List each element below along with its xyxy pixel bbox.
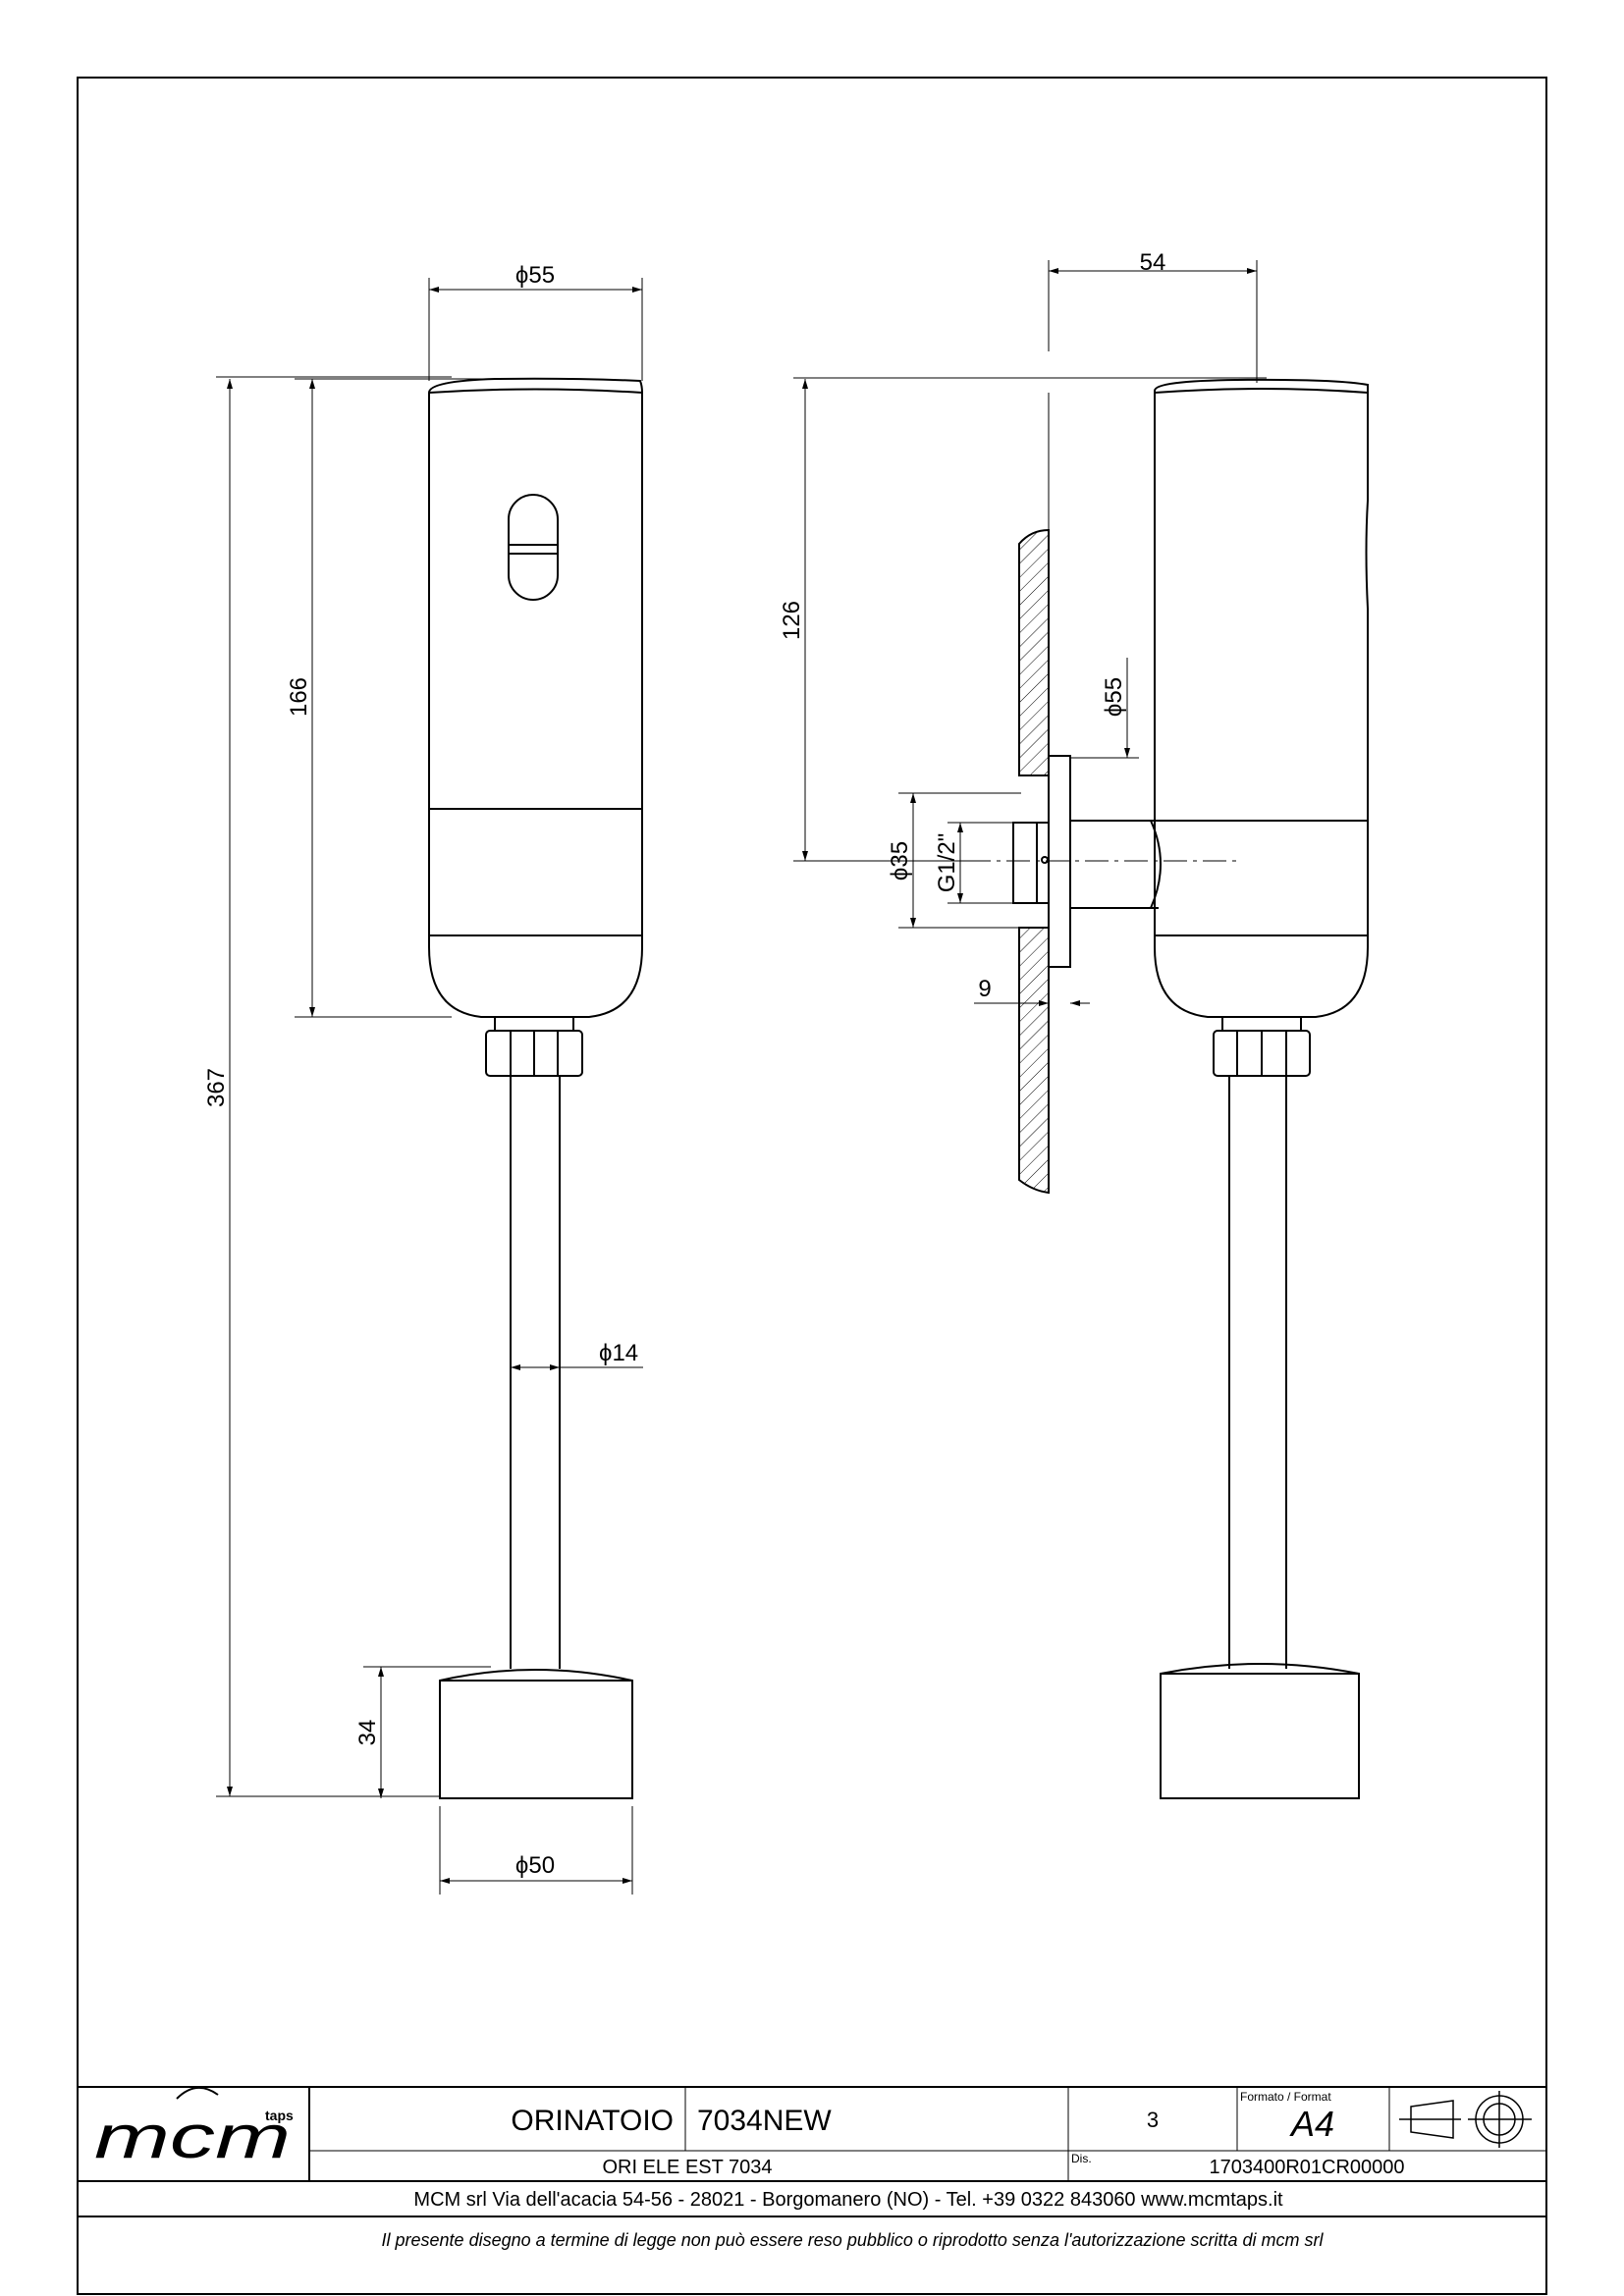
title-block — [78, 2086, 1546, 2217]
dim-side-thread: G1/2" — [934, 833, 960, 893]
dim-side-flange-diameter: ϕ35 — [887, 841, 913, 881]
dim-side-body-diameter: ϕ55 — [1101, 677, 1127, 717]
drawing-number: 1703400R01CR00000 — [1209, 2157, 1404, 2178]
svg-text:taps: taps — [265, 2108, 294, 2123]
side-dimensions — [793, 260, 1267, 1011]
product-code: 7034NEW — [697, 2105, 832, 2137]
dim-front-top-diameter: ϕ55 — [515, 262, 555, 289]
dim-front-total-height: 367 — [203, 1068, 230, 1107]
dim-side-wall-offset: 9 — [978, 976, 991, 1002]
svg-text:mcm: mcm — [94, 2104, 291, 2171]
front-view — [428, 377, 643, 1799]
sheet-number: 3 — [1147, 2108, 1159, 2132]
wall-section — [1018, 528, 1050, 776]
legal-notice: Il presente disegno a termine di legge n… — [382, 2230, 1325, 2250]
dim-side-inlet-height: 126 — [779, 601, 805, 640]
mcm-logo: mcm taps — [94, 2087, 294, 2171]
sheet-border — [77, 77, 1547, 2295]
sensor-window — [508, 494, 559, 601]
dim-front-body-height: 166 — [286, 677, 312, 717]
dim-front-pipe-diameter: ϕ14 — [599, 1340, 638, 1366]
dim-front-base-diameter: ϕ50 — [515, 1852, 555, 1879]
side-view — [1012, 378, 1369, 1799]
dis-label: Dis. — [1071, 2152, 1092, 2165]
dim-front-base-height: 34 — [354, 1720, 381, 1746]
dim-side-depth: 54 — [1140, 249, 1166, 276]
product-name: ORINATOIO — [511, 2105, 674, 2137]
drawing-description: ORI ELE EST 7034 — [602, 2157, 772, 2178]
format-value: A4 — [1289, 2104, 1334, 2144]
projection-symbol-icon — [1399, 2091, 1532, 2148]
format-label: Formato / Format — [1240, 2090, 1331, 2104]
front-dimensions — [216, 278, 643, 1895]
company-line: MCM srl Via dell'acacia 54-56 - 28021 - … — [413, 2189, 1283, 2211]
